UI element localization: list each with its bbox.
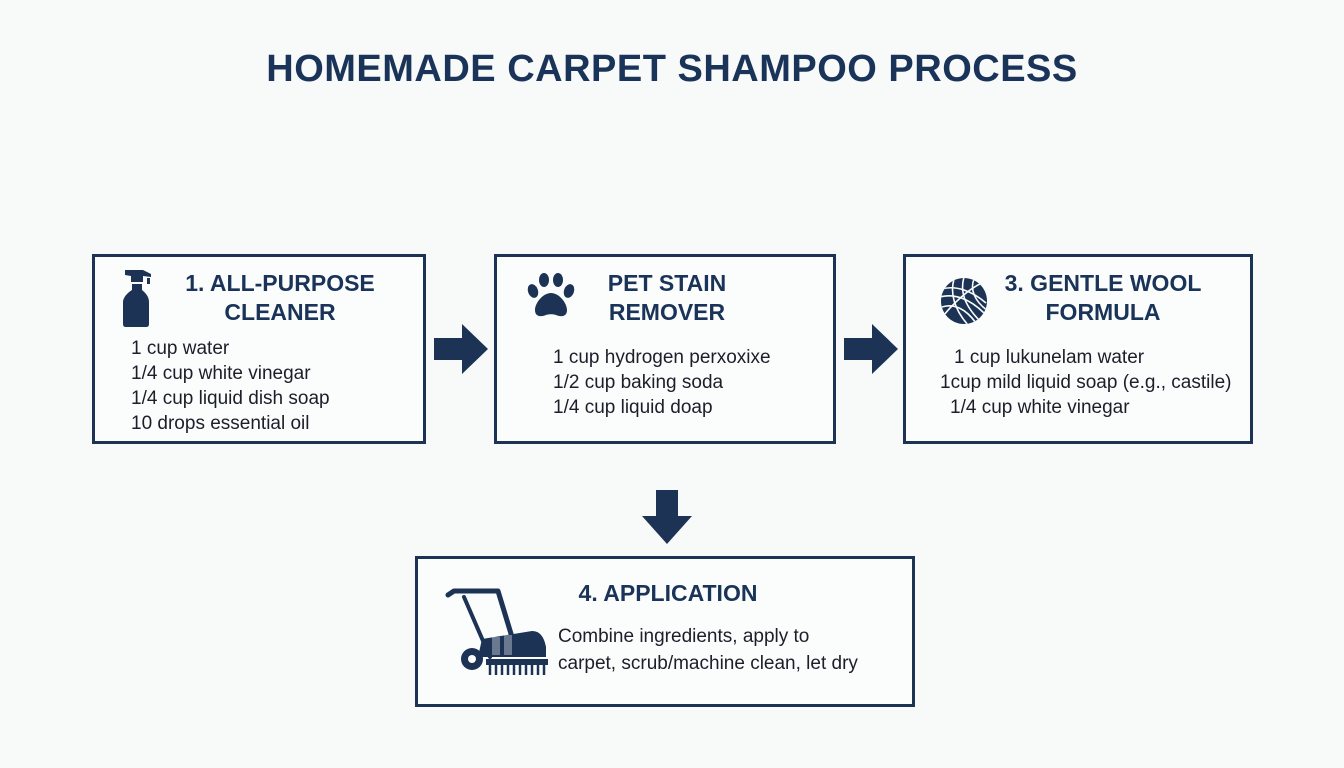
arrow-down-icon xyxy=(642,490,692,544)
ingredient-item: 1/4 cup liquid doap xyxy=(553,397,713,418)
spray-bottle-icon xyxy=(123,270,151,327)
step-1-title: 1. ALL-PURPOSE CLEANER xyxy=(185,270,375,325)
ingredient-item: 10 drops essential oil xyxy=(131,413,310,434)
ingredient-item: 1/4 cup white vinegar xyxy=(131,363,311,384)
arrow-right-icon xyxy=(434,324,488,374)
ingredient-item: 1cup mild liquid soap (e.g., castile) xyxy=(940,372,1232,393)
step-3-box: 3. GENTLE WOOL FORMULA 1 cup lukunelam w… xyxy=(903,254,1253,444)
ingredient-item: 1 cup hydrogen perxoxixe xyxy=(553,347,771,368)
ingredient-item: 1/4 cup white vinegar xyxy=(950,397,1130,418)
step-1-box: 1. ALL-PURPOSE CLEANER 1 cup water 1/4 c… xyxy=(92,254,426,444)
step-2-title: PET STAIN REMOVER xyxy=(607,270,727,325)
ingredient-item: 1 cup lukunelam water xyxy=(954,347,1145,368)
step-1-ingredient-list: 1 cup water 1/4 cup white vinegar 1/4 cu… xyxy=(131,336,330,436)
step-4-title: 4. APPLICATION xyxy=(578,580,758,606)
arrow-right-icon xyxy=(844,324,898,374)
step-2-ingredient-list: 1 cup hydrogen perxoxixe 1/2 cup baking … xyxy=(553,345,771,420)
step-2-box: PET STAIN REMOVER 1 cup hydrogen perxoxi… xyxy=(494,254,836,444)
ingredient-item: 1/4 cup liquid dish soap xyxy=(131,388,330,409)
carpet-cleaner-machine-icon xyxy=(445,588,548,675)
yarn-ball-icon xyxy=(941,278,987,324)
step-3-title: 3. GENTLE WOOL FORMULA xyxy=(1004,270,1202,325)
step-3-ingredient-list: 1 cup lukunelam water 1cup mild liquid s… xyxy=(940,345,1231,420)
diagram-title: HOMEMADE CARPET SHAMPOO PROCESS xyxy=(266,48,1078,90)
step-4-box: 4. APPLICATION Combine ingredients, appl… xyxy=(415,556,915,707)
ingredient-item: 1/2 cup baking soda xyxy=(553,372,724,393)
step-4-instructions: Combine ingredients, apply to carpet, sc… xyxy=(558,626,858,674)
ingredient-item: 1 cup water xyxy=(131,338,230,359)
paw-print-icon xyxy=(527,273,575,317)
